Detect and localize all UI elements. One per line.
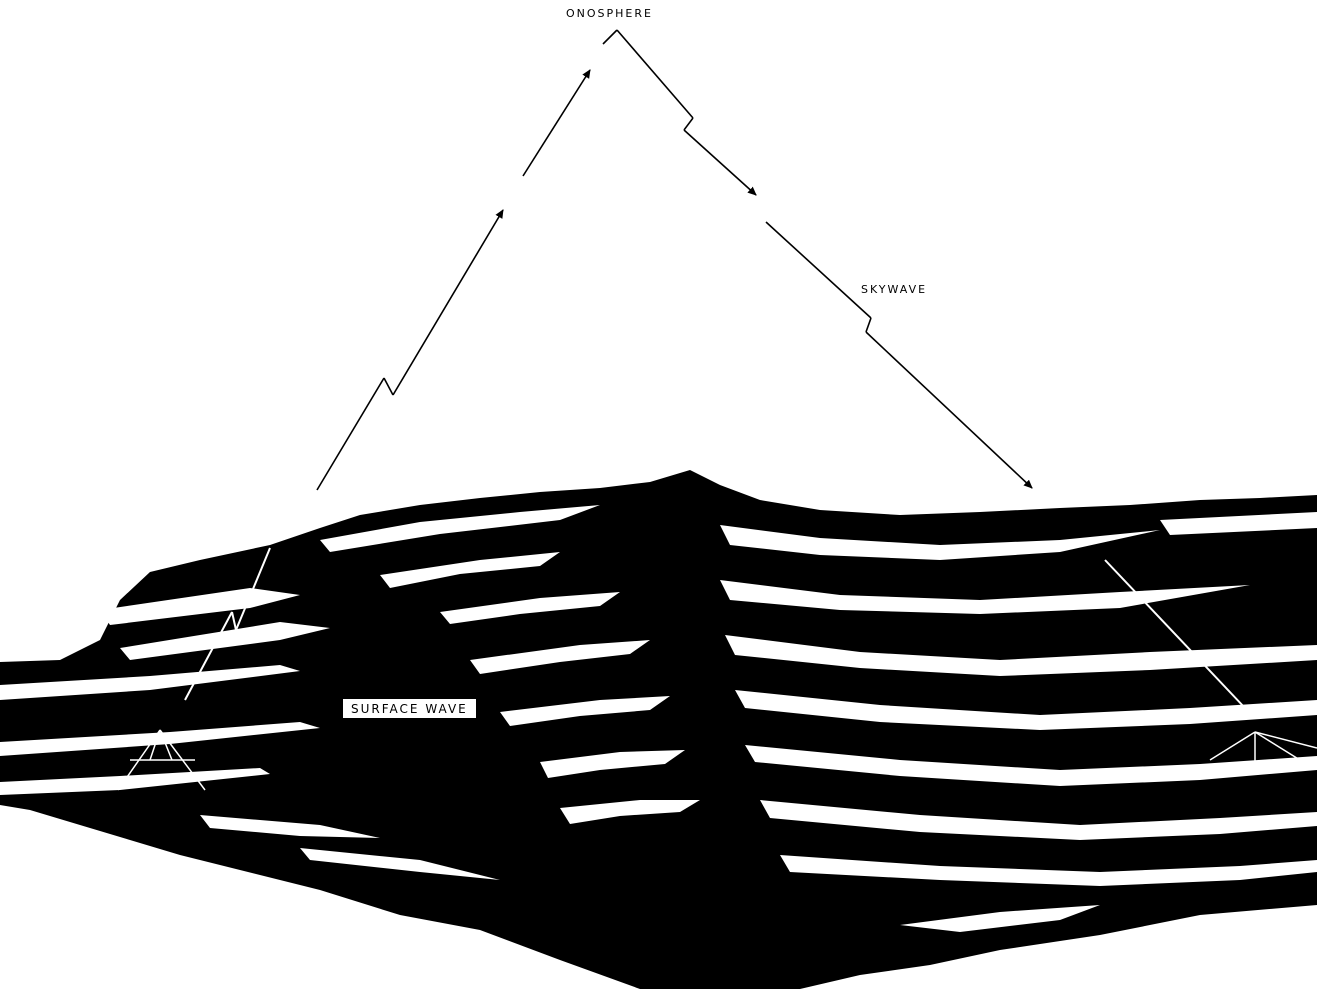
transmitter-tower bbox=[117, 729, 206, 791]
terrain-highlights bbox=[0, 505, 1317, 932]
surface-wave-path bbox=[184, 547, 1246, 709]
skywave-label: SKYWAVE bbox=[861, 283, 928, 296]
mountain-terrain bbox=[0, 470, 1317, 989]
ionosphere-label: ONOSPHERE bbox=[566, 7, 653, 20]
skywave-path bbox=[316, 29, 1033, 491]
surface-wave-label: SURFACE WAVE bbox=[341, 697, 478, 720]
receiver-tower bbox=[1209, 731, 1317, 770]
